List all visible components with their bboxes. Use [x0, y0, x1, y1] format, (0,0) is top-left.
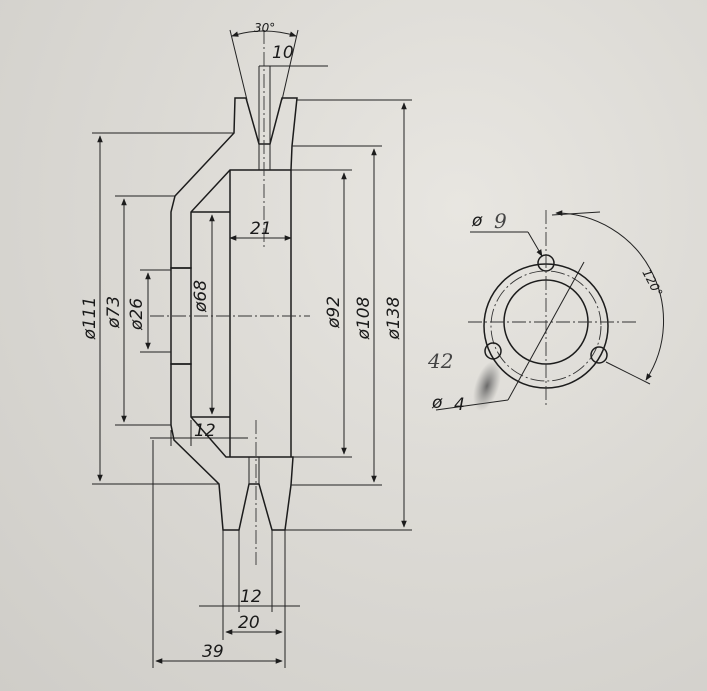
mounting-hole-left [484, 342, 502, 360]
section-upper-half [170, 97, 298, 269]
dim-groove-angle: 30° [254, 21, 275, 35]
section-lower-half [170, 363, 294, 531]
pulley-section-view: 30° 10 21 ø111 ø73 ø26 ø68 ø92 [80, 21, 412, 668]
end-hole-spacing-angle: 120° [639, 267, 665, 299]
dim-dia-108: ø108 [354, 296, 374, 340]
dim-dia-68: ø68 [191, 280, 211, 313]
end-hole-dia-value: 9 [494, 209, 507, 233]
dim-dia-111: ø111 [80, 297, 100, 341]
dim-groove-bottom-width: 12 [240, 587, 262, 607]
pencil-smudge [473, 360, 501, 412]
pulley-end-view: ø 9 120° 42 ø 4 [427, 209, 665, 415]
dim-dia-73: ø73 [104, 296, 124, 329]
pcd-dia-symbol: ø [431, 393, 443, 413]
dim-flange-thickness: 12 [194, 421, 216, 441]
dim-dia-26: ø26 [127, 298, 147, 331]
dim-groove-top-width: 10 [272, 43, 294, 63]
mounting-hole-right [590, 346, 608, 364]
dim-overall-width: 39 [202, 642, 224, 662]
end-hole-dia-symbol: ø [471, 211, 483, 231]
pcd-original-value: 4 [454, 395, 465, 415]
dim-rim-width: 20 [238, 613, 260, 633]
pcd-handwritten-value: 42 [427, 349, 453, 373]
dim-dia-92: ø92 [324, 296, 344, 329]
dim-bore-width: 21 [250, 219, 272, 239]
dim-dia-138: ø138 [384, 296, 404, 340]
